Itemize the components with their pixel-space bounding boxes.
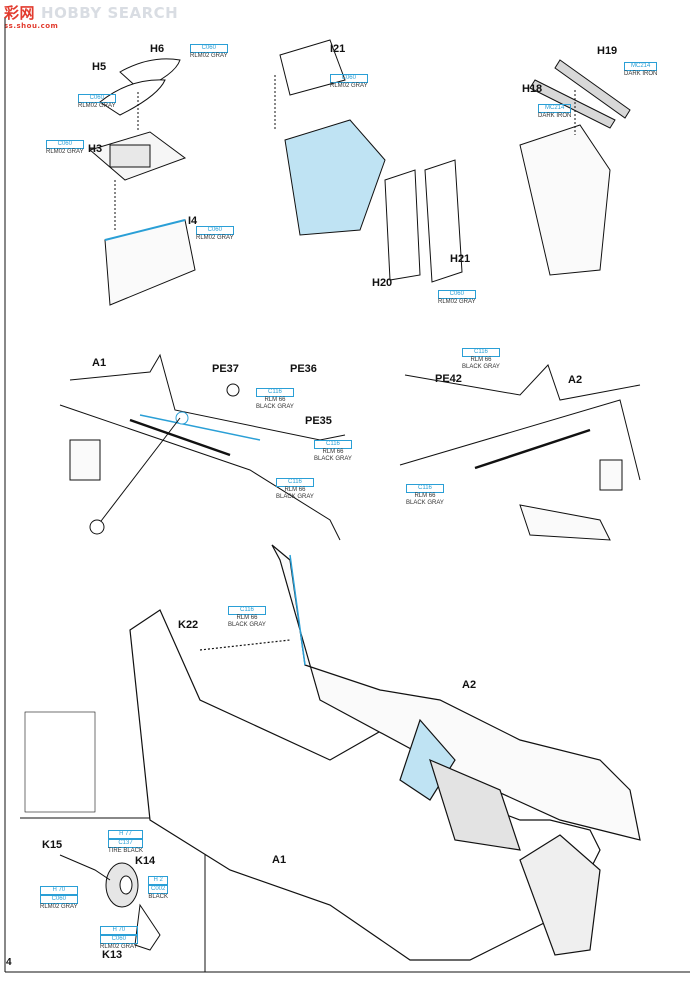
label-a1-main: A1	[272, 854, 286, 866]
step-armor-plate	[274, 39, 463, 283]
label-h3: H3	[88, 143, 102, 155]
label-h5: H5	[92, 61, 106, 73]
fuselage-main	[129, 544, 641, 961]
step-right-sidewall	[399, 364, 641, 541]
label-pe36: PE36	[290, 363, 317, 375]
step-left-sidewall	[59, 353, 346, 541]
label-a2-top: A2	[568, 374, 582, 386]
label-i4: I4	[188, 215, 198, 227]
step-seat-assembly	[88, 58, 196, 306]
page-number: 4	[6, 957, 12, 968]
label-a1-top: A1	[92, 357, 106, 369]
label-k22: K22	[178, 619, 198, 631]
label-h6: H6	[150, 43, 164, 55]
label-k14: K14	[135, 855, 156, 867]
label-h18: H18	[522, 83, 542, 95]
label-k15: K15	[42, 839, 62, 851]
label-h19: H19	[597, 45, 617, 57]
label-k13: K13	[102, 949, 122, 961]
label-h20: H20	[372, 277, 392, 289]
label-a2-main: A2	[462, 679, 476, 691]
label-pe37: PE37	[212, 363, 239, 375]
step-machine-guns	[519, 59, 631, 276]
label-pe42: PE42	[435, 373, 462, 385]
label-i21: I21	[330, 43, 345, 55]
label-h21: H21	[450, 253, 470, 265]
label-pe35: PE35	[305, 415, 332, 427]
